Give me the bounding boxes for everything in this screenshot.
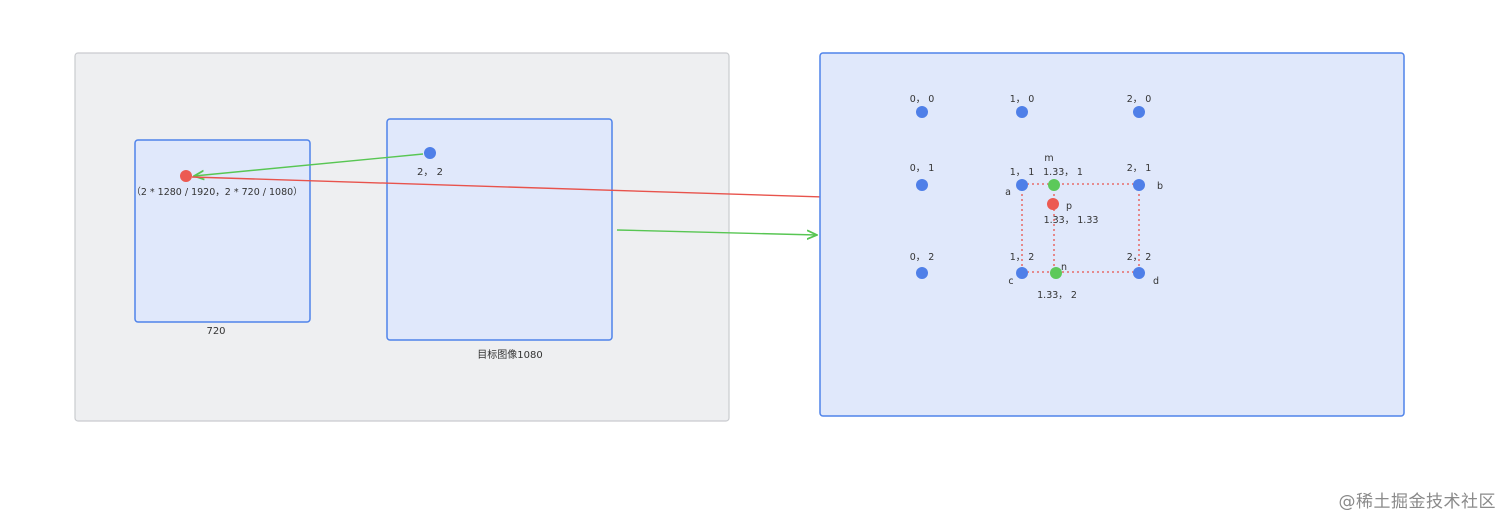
source-image-box <box>134 139 311 323</box>
grid-point-label-0-1: 0， 1 <box>910 163 935 174</box>
grid-point-0-1 <box>916 179 928 191</box>
interp-n-letter: n <box>1061 262 1067 273</box>
grid-point-label-1-1: 1， 1 <box>1010 167 1035 178</box>
interp-p-letter: p <box>1066 201 1072 212</box>
green-arrow-to-grid-panel <box>616 229 817 235</box>
grid-point-label-2-0: 2， 0 <box>1127 94 1152 105</box>
grid-point-label-0-0: 0， 0 <box>910 94 935 105</box>
target-image-label: 目标图像1080 <box>477 349 542 361</box>
corner-c-label: c <box>1008 276 1013 287</box>
grid-point-label-0-2: 0， 2 <box>910 252 935 263</box>
corner-b-label: b <box>1157 181 1163 192</box>
interp-p-label: 1.33， 1.33 <box>1044 215 1099 226</box>
target-image-box <box>386 118 613 341</box>
target-point <box>424 147 436 159</box>
interp-n-label: 1.33， 2 <box>1037 290 1077 301</box>
grid-point-1-2 <box>1016 267 1028 279</box>
target-point-label: 2， 2 <box>417 167 443 178</box>
grid-point-1-0 <box>1016 106 1028 118</box>
corner-d-label: d <box>1153 276 1159 287</box>
mapped-point-label: （2 * 1280 / 1920，2 * 720 / 1080） <box>131 186 302 198</box>
grid-point-label-2-1: 2， 1 <box>1127 163 1152 174</box>
grid-point-2-1 <box>1133 179 1145 191</box>
watermark-text: @稀土掘金技术社区 <box>1338 492 1496 512</box>
grid-point-1-1 <box>1016 179 1028 191</box>
green-arrow-to-source <box>194 153 424 176</box>
grid-point-label-1-2: 1， 2 <box>1010 252 1035 263</box>
grid-point-0-0 <box>916 106 928 118</box>
grid-point-0-2 <box>916 267 928 279</box>
grid-point-2-0 <box>1133 106 1145 118</box>
interp-m-letter: m <box>1044 153 1053 164</box>
grid-point-label-1-0: 1， 0 <box>1010 94 1035 105</box>
corner-a-label: a <box>1005 187 1011 198</box>
source-image-label: 720 <box>206 326 225 337</box>
grid-point-label-2-2: 2， 2 <box>1127 252 1152 263</box>
interp-point-p <box>1047 198 1059 210</box>
interp-point-m <box>1048 179 1060 191</box>
grid-panel <box>819 52 1405 417</box>
mapped-source-point <box>180 170 192 182</box>
interp-m-label: 1.33， 1 <box>1043 167 1083 178</box>
interp-point-n <box>1050 267 1062 279</box>
grid-point-2-2 <box>1133 267 1145 279</box>
